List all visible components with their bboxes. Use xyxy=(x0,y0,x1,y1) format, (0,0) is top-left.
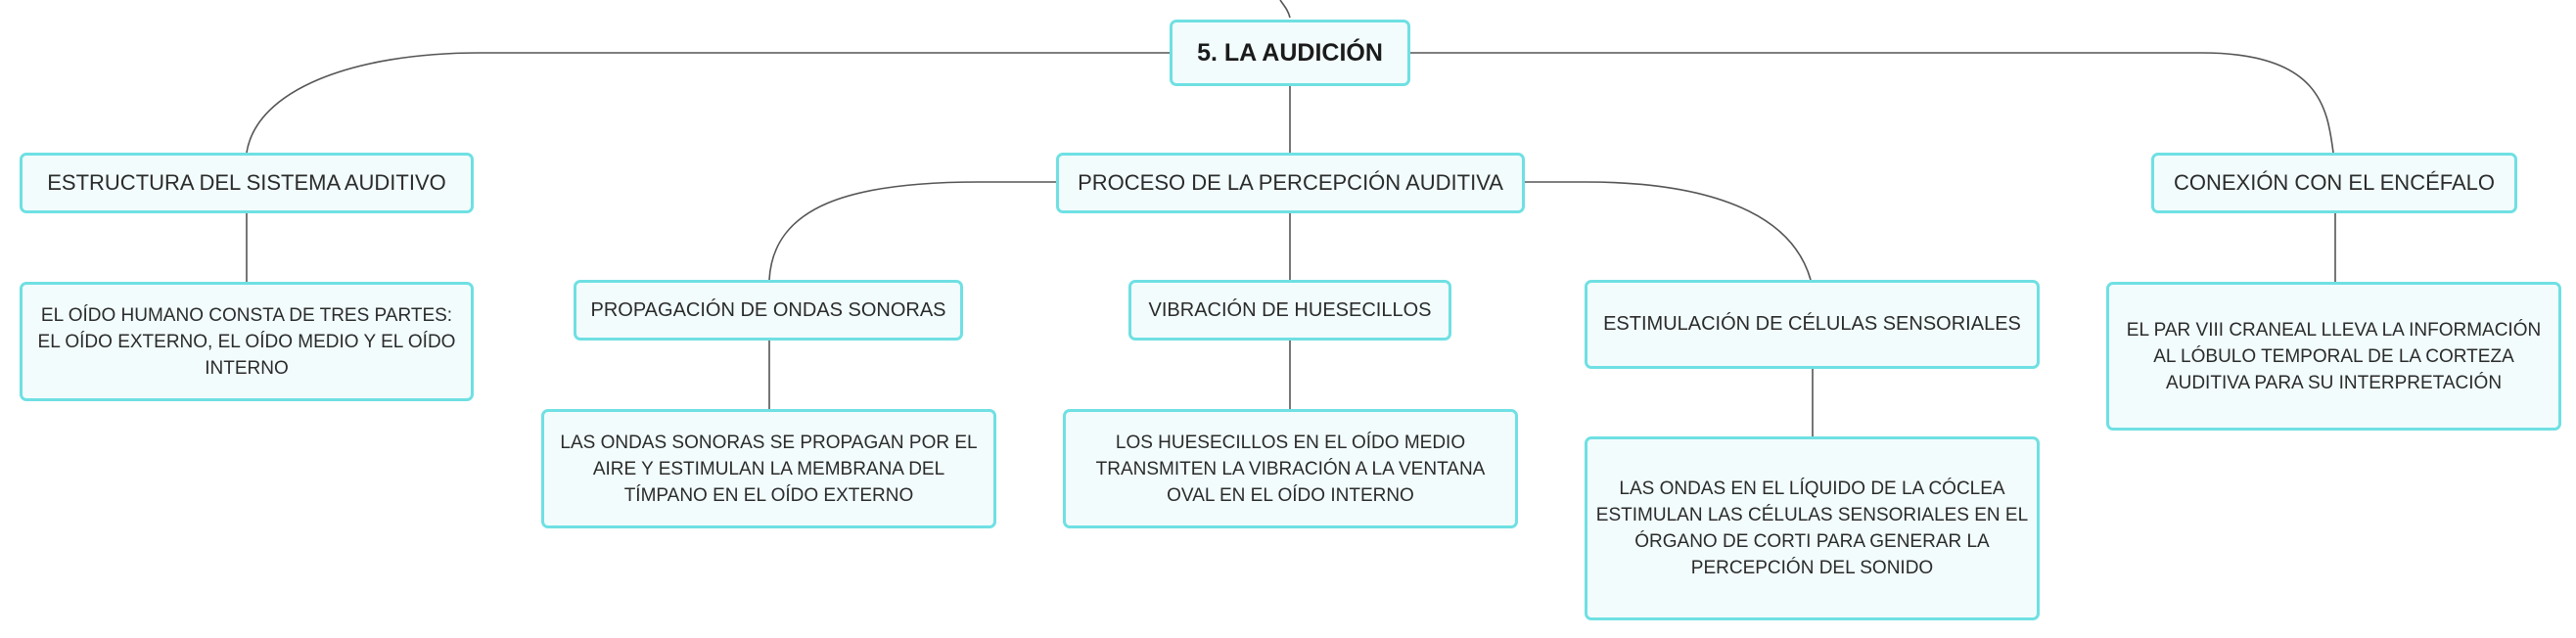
detail-text: EL PAR VIII CRANEAL LLEVA LA INFORMACIÓN… xyxy=(2126,319,2542,393)
detail-estimulacion[interactable]: LAS ONDAS EN EL LÍQUIDO DE LA CÓCLEA EST… xyxy=(1585,436,2040,620)
connector-root-incoming xyxy=(1279,0,1291,19)
detail-text: LOS HUESECILLOS EN EL OÍDO MEDIO TRANSMI… xyxy=(1095,432,1486,506)
node-label: PROCESO DE LA PERCEPCIÓN AUDITIVA xyxy=(1078,170,1503,195)
node-label: ESTRUCTURA DEL SISTEMA AUDITIVO xyxy=(47,170,446,195)
detail-propagacion[interactable]: LAS ONDAS SONORAS SE PROPAGAN POR EL AIR… xyxy=(541,409,996,528)
detail-text: EL OÍDO HUMANO CONSTA DE TRES PARTES: EL… xyxy=(37,304,456,379)
node-label: ESTIMULACIÓN DE CÉLULAS SENSORIALES xyxy=(1603,313,2021,335)
node-label: VIBRACIÓN DE HUESECILLOS xyxy=(1148,298,1432,321)
node-estructura-sistema-auditivo[interactable]: ESTRUCTURA DEL SISTEMA AUDITIVO xyxy=(20,153,474,213)
detail-estructura[interactable]: EL OÍDO HUMANO CONSTA DE TRES PARTES: EL… xyxy=(20,282,474,401)
node-vibracion-huesecillos[interactable]: VIBRACIÓN DE HUESECILLOS xyxy=(1128,280,1451,341)
connector-root-to-conexion xyxy=(1410,52,2334,154)
node-proceso-percepcion-auditiva[interactable]: PROCESO DE LA PERCEPCIÓN AUDITIVA xyxy=(1056,153,1525,213)
node-conexion-encefalo[interactable]: CONEXIÓN CON EL ENCÉFALO xyxy=(2151,153,2517,213)
connector-root-to-estructura xyxy=(246,52,1170,154)
node-propagacion-ondas-sonoras[interactable]: PROPAGACIÓN DE ONDAS SONORAS xyxy=(574,280,963,341)
detail-text: LAS ONDAS SONORAS SE PROPAGAN POR EL AIR… xyxy=(560,432,978,506)
root-label: 5. LA AUDICIÓN xyxy=(1197,38,1383,67)
detail-vibracion[interactable]: LOS HUESECILLOS EN EL OÍDO MEDIO TRANSMI… xyxy=(1063,409,1518,528)
detail-conexion[interactable]: EL PAR VIII CRANEAL LLEVA LA INFORMACIÓN… xyxy=(2106,282,2561,431)
node-estimulacion-celulas-sensoriales[interactable]: ESTIMULACIÓN DE CÉLULAS SENSORIALES xyxy=(1585,280,2040,369)
root-node[interactable]: 5. LA AUDICIÓN xyxy=(1170,20,1410,86)
node-label: CONEXIÓN CON EL ENCÉFALO xyxy=(2173,170,2496,195)
detail-text: LAS ONDAS EN EL LÍQUIDO DE LA CÓCLEA EST… xyxy=(1595,478,2029,578)
node-label: PROPAGACIÓN DE ONDAS SONORAS xyxy=(590,298,946,321)
connector-proceso-to-propagacion xyxy=(768,181,1056,281)
connector-proceso-to-estimulacion xyxy=(1525,181,1812,281)
